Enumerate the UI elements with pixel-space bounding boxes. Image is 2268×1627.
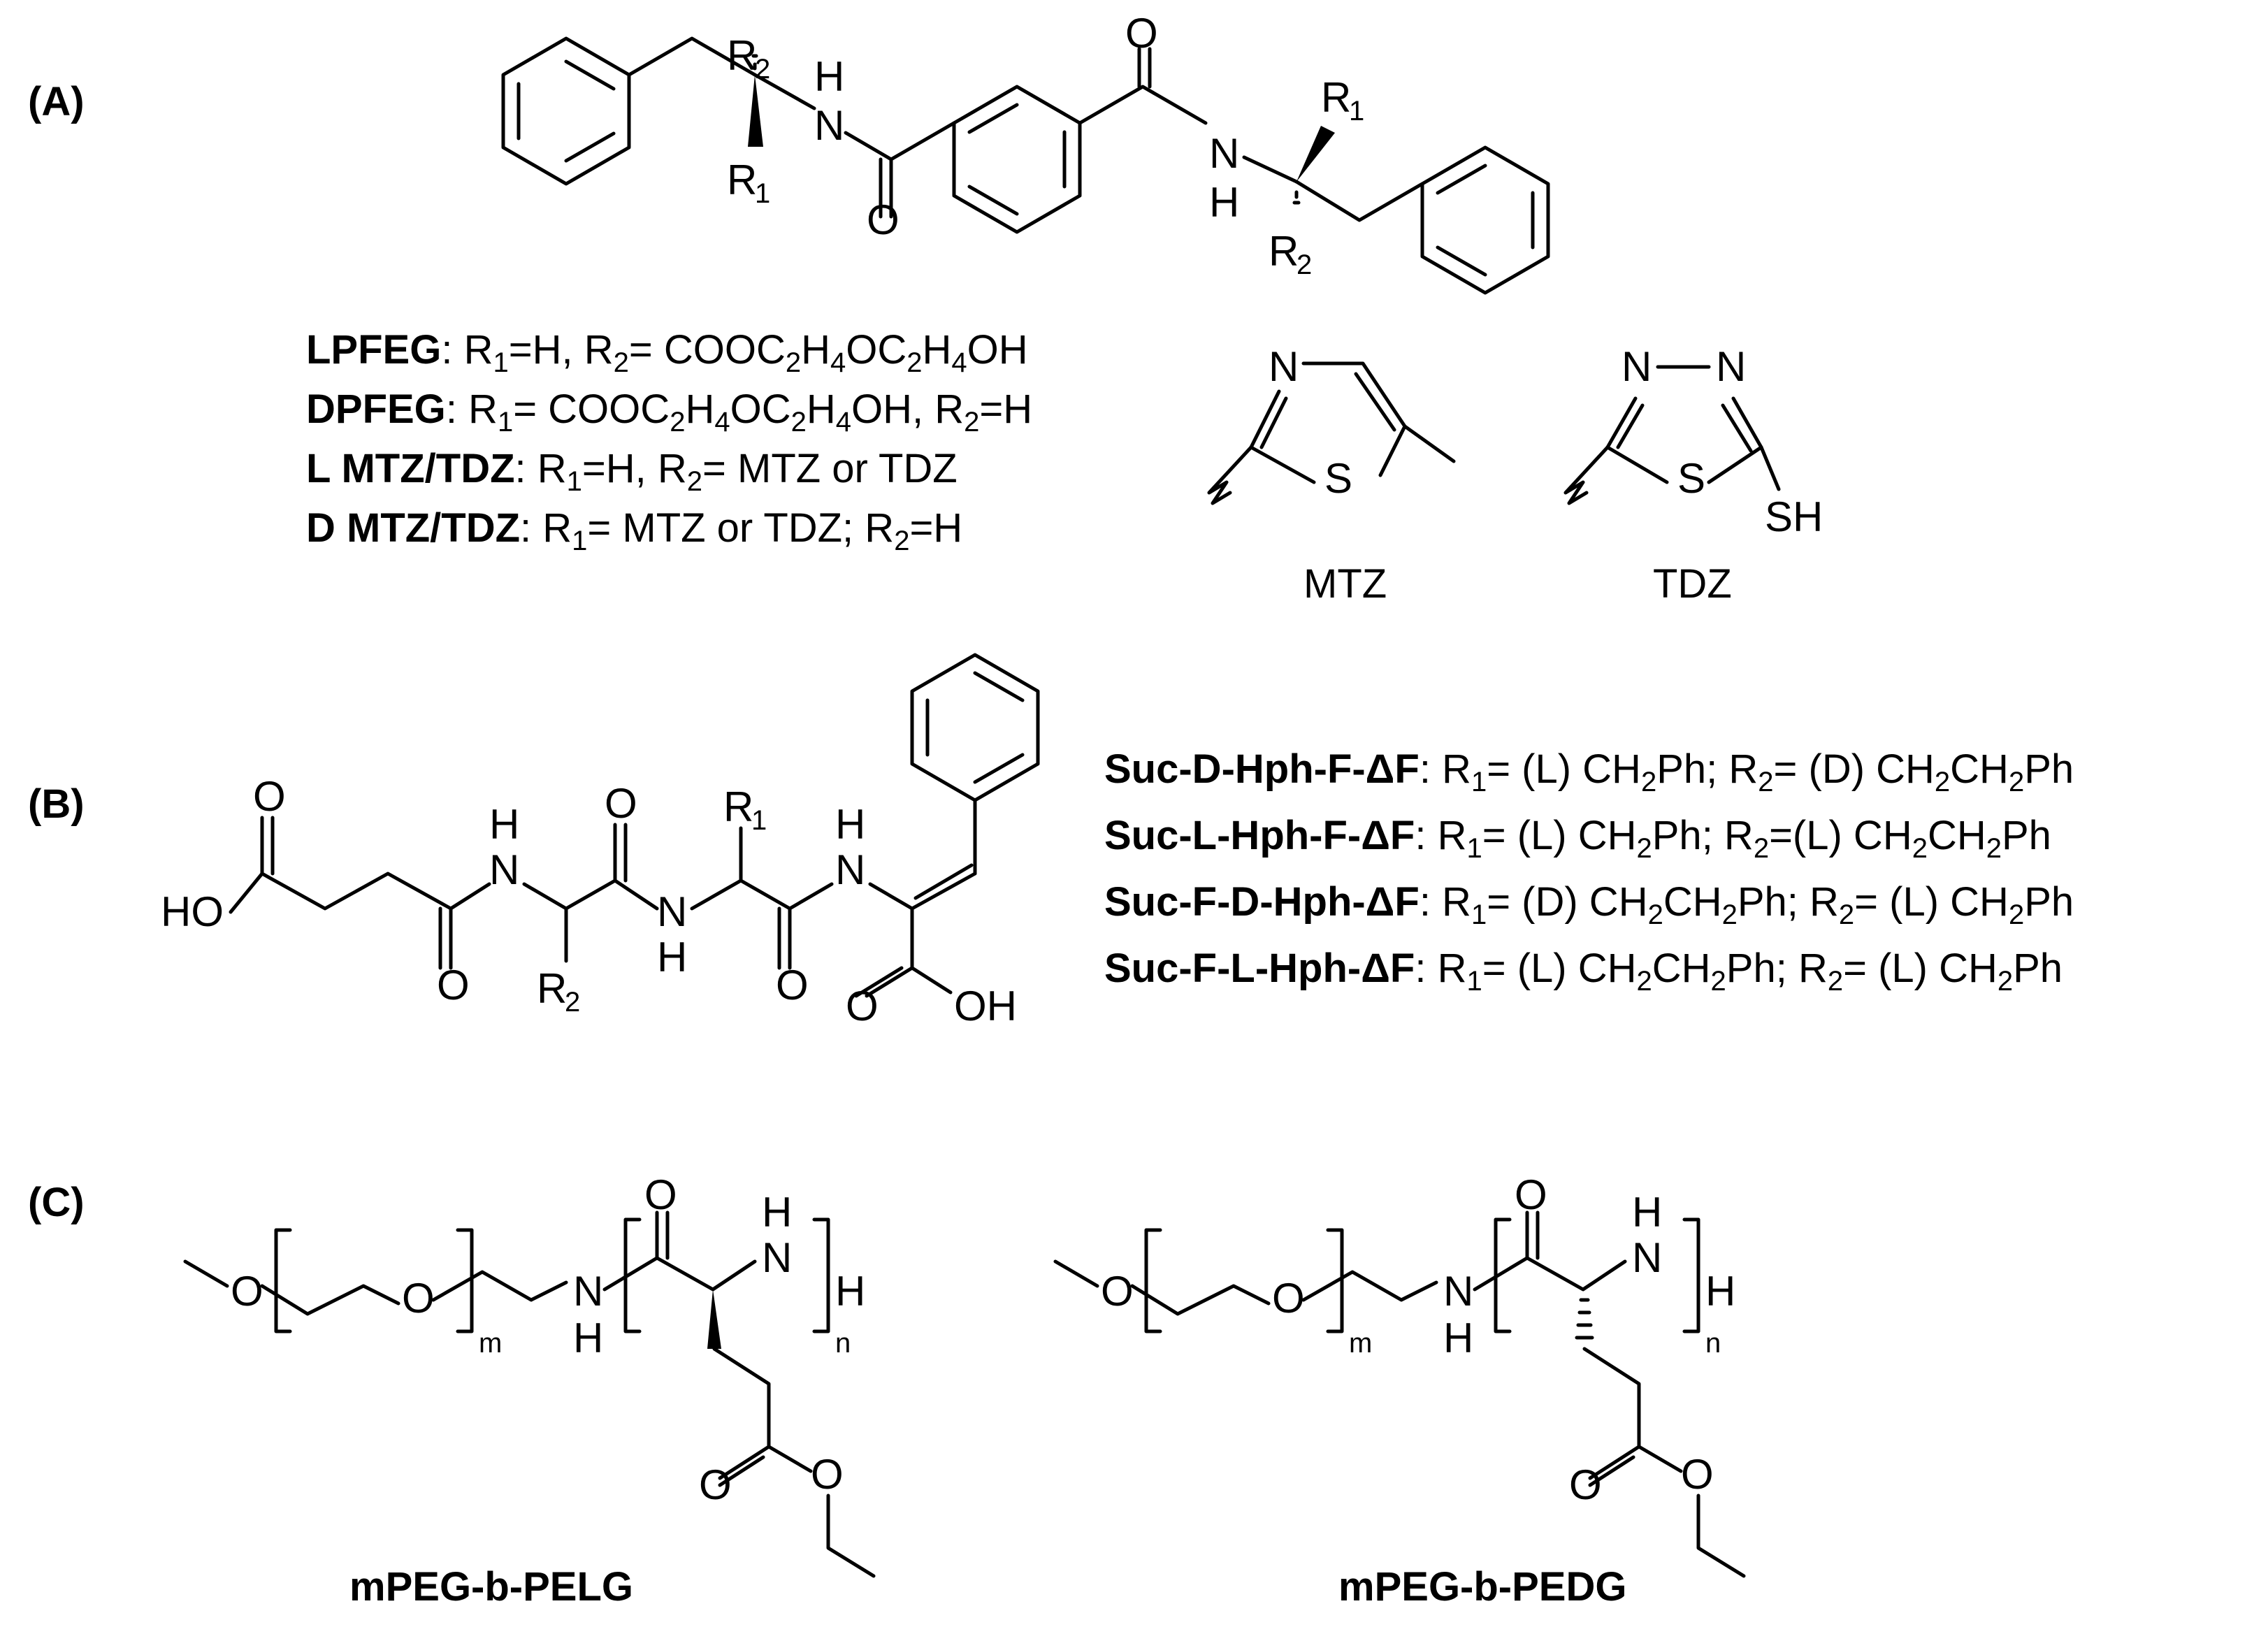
- tdz-sh: SH: [1765, 493, 1823, 540]
- b-n3: N: [835, 846, 865, 893]
- panel-a-row-4: D MTZ/TDZ: R1= MTZ or TDZ; R2=H: [306, 505, 962, 556]
- pedg-ester-o1: O: [1569, 1461, 1602, 1508]
- pedg-end-h: H: [1705, 1268, 1735, 1315]
- pelg-nh-n: N: [762, 1234, 792, 1281]
- b-r2-letter: R: [537, 965, 567, 1012]
- panel-b-label: (B): [28, 781, 85, 827]
- panel-b-row-1: Suc-D-Hph-F-ΔF: R1= (L) CH2Ph; R2= (D) C…: [1104, 746, 2074, 797]
- b-r1-sub: 1: [751, 805, 767, 836]
- tdz-structure: N N S SH TDZ: [1563, 343, 1823, 607]
- b-oh-right: OH: [954, 983, 1017, 1029]
- panel-a-row-2: DPFEG: R1= COOC2H4OC2H4OH, R2=H: [306, 386, 1032, 438]
- left-carbonyl-o: O: [867, 196, 900, 243]
- pedg-h: H: [1443, 1315, 1473, 1361]
- pedg-nh-n: N: [1632, 1234, 1662, 1281]
- b-acid-o: O: [253, 773, 286, 820]
- pedg-o1: O: [1101, 1268, 1134, 1315]
- pedg-caption: mPEG-b-PEDG: [1338, 1564, 1627, 1610]
- left-amide-n: N: [814, 102, 844, 149]
- pelg-n-sub: n: [835, 1328, 851, 1359]
- panel-b-definitions: Suc-D-Hph-F-ΔF: R1= (L) CH2Ph; R2= (D) C…: [1104, 746, 2074, 997]
- pelg-o1: O: [231, 1268, 263, 1315]
- panel-a-row-3: L MTZ/TDZ: R1=H, R2= MTZ or TDZ: [306, 446, 958, 497]
- b-o2: O: [605, 780, 637, 827]
- b-h2: H: [657, 934, 687, 981]
- panel-b-molecule: HO O O N H R 2 O N H R 1 O N H O OH: [161, 653, 1040, 1029]
- pedg-nh-h: H: [1632, 1189, 1662, 1236]
- b-r2-sub: 2: [565, 987, 580, 1018]
- right-amide-n: N: [1209, 130, 1239, 177]
- left-r1-sub: 1: [755, 178, 770, 209]
- pelg-o2: O: [402, 1275, 435, 1322]
- b-phenyl-ring: [910, 653, 1040, 802]
- mpeg-b-pelg-structure: O O m N H O N H H n O O mPEG-b-PELG: [183, 1171, 876, 1610]
- left-r2-sub: 2: [755, 54, 770, 85]
- pelg-n: N: [573, 1268, 603, 1315]
- pedg-ester-o2: O: [1681, 1451, 1714, 1498]
- panel-c-label: (C): [28, 1180, 85, 1225]
- mtz-s: S: [1324, 455, 1352, 502]
- panel-b-row-2: Suc-L-Hph-F-ΔF: R1= (L) CH2Ph; R2=(L) CH…: [1104, 813, 2051, 864]
- tdz-caption: TDZ: [1653, 561, 1732, 607]
- left-amide-h: H: [814, 53, 844, 100]
- b-r1-letter: R: [723, 783, 753, 830]
- panel-a-row-1: LPFEG: R1=H, R2= COOC2H4OC2H4OH: [306, 327, 1028, 378]
- b-ho-left: HO: [161, 888, 224, 935]
- right-r1-sub: 1: [1349, 96, 1364, 126]
- b-n1: N: [489, 846, 519, 893]
- pedg-o2: O: [1272, 1275, 1305, 1322]
- pelg-ester-o2: O: [811, 1451, 844, 1498]
- pelg-m: m: [479, 1328, 502, 1359]
- pelg-end-h: H: [835, 1268, 865, 1315]
- pelg-ester-o1: O: [699, 1461, 732, 1508]
- central-phenyl-ring: [952, 85, 1082, 234]
- mtz-caption: MTZ: [1303, 561, 1387, 607]
- left-r1-letter: R: [727, 157, 757, 203]
- right-phenyl-ring: [1420, 145, 1550, 295]
- right-amide-h: H: [1209, 179, 1239, 226]
- tdz-n2: N: [1716, 343, 1746, 390]
- b-o4: O: [846, 983, 879, 1029]
- panel-b-row-4: Suc-F-L-Hph-ΔF: R1= (L) CH2CH2Ph; R2= (L…: [1104, 946, 2063, 997]
- b-succ-o: O: [437, 962, 470, 1008]
- panel-a-definitions: LPFEG: R1=H, R2= COOC2H4OC2H4OH DPFEG: R…: [306, 327, 1032, 556]
- mpeg-b-pedg-structure: O O m N H O N H H n O O mPEG-b-PEDG: [1053, 1171, 1746, 1610]
- tdz-n1: N: [1621, 343, 1652, 390]
- pedg-m: m: [1349, 1328, 1372, 1359]
- mtz-n: N: [1269, 343, 1299, 390]
- pelg-co-o: O: [644, 1171, 677, 1218]
- tdz-s: S: [1677, 455, 1705, 502]
- b-n2: N: [657, 888, 687, 935]
- right-r1-letter: R: [1321, 74, 1351, 121]
- pedg-n: N: [1443, 1268, 1473, 1315]
- right-r2-sub: 2: [1296, 250, 1312, 280]
- b-h1: H: [489, 801, 519, 848]
- pelg-caption: mPEG-b-PELG: [349, 1564, 633, 1610]
- panel-a-label: (A): [28, 79, 85, 124]
- left-r2-letter: R: [727, 32, 757, 79]
- b-o3: O: [776, 962, 809, 1008]
- b-h3: H: [835, 801, 865, 848]
- panel-b-row-3: Suc-F-D-Hph-ΔF: R1= (D) CH2CH2Ph; R2= (L…: [1104, 879, 2074, 930]
- right-carbonyl-o: O: [1125, 10, 1158, 57]
- pedg-co-o: O: [1515, 1171, 1547, 1218]
- right-r2-letter: R: [1269, 228, 1299, 275]
- pelg-h: H: [573, 1315, 603, 1361]
- pelg-nh-h: H: [762, 1189, 792, 1236]
- panel-a-molecule: R 2 R 1 H N O O N H R 1 R 2: [501, 10, 1550, 295]
- mtz-structure: N S MTZ: [1207, 343, 1456, 607]
- pedg-n-sub: n: [1705, 1328, 1721, 1359]
